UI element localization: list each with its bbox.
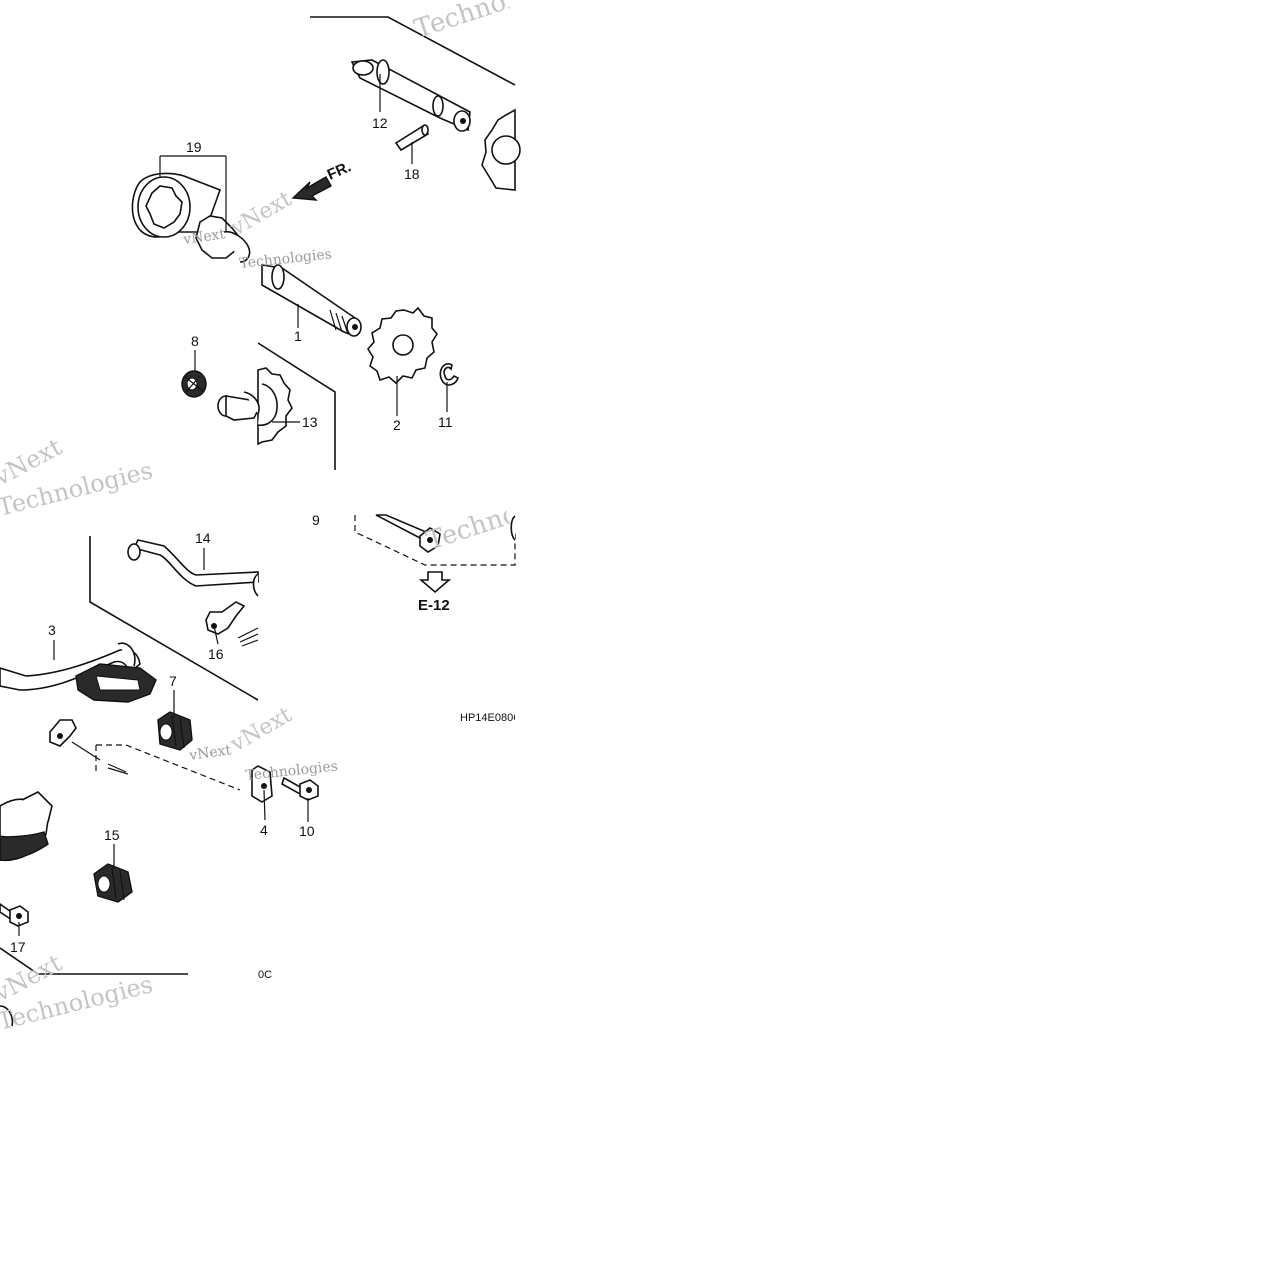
watermark-vnext-lower-small: vNext	[187, 742, 232, 764]
label-part-18: 18	[404, 166, 420, 182]
label-part-3: 3	[48, 622, 56, 638]
reference-arrow-down	[418, 571, 452, 594]
watermark-vnext-lower: vNext	[226, 702, 297, 757]
gear-part-2	[367, 306, 438, 385]
label-part-13: 13	[302, 414, 318, 430]
bracket-part-4	[251, 765, 273, 803]
label-part-11: 11	[438, 414, 453, 430]
leader-lines	[18, 74, 448, 936]
frame-line-lower-left	[89, 536, 259, 701]
watermark-technologies-mid: Technologies	[423, 475, 596, 557]
frame-line-mid	[257, 342, 336, 470]
label-part-7: 7	[169, 673, 177, 689]
oil-pipe-part-14	[127, 539, 259, 597]
label-part-15: 15	[104, 827, 120, 843]
stay-plate-lower	[49, 719, 101, 761]
label-part-12: 12	[372, 115, 388, 131]
direction-label: FR.	[325, 158, 354, 183]
label-part-2: 2	[393, 417, 401, 433]
label-part-10: 10	[299, 823, 315, 839]
label-part-4: 4	[260, 822, 268, 838]
frame-line-top	[310, 16, 516, 86]
watermark-technologies-lower-small: Technologies	[245, 758, 339, 784]
diagram-code-fragment: 0C	[258, 969, 272, 981]
shaft-part-1	[261, 264, 362, 337]
grommet-part-7	[157, 711, 193, 751]
grommet-part-15	[93, 863, 133, 903]
frame-line-bottom	[0, 947, 188, 975]
shaft-part-13-stem	[217, 391, 260, 421]
label-part-17: 17	[10, 939, 26, 955]
part-fragment-bottom	[0, 1005, 14, 1027]
label-part-1: 1	[294, 328, 302, 344]
pin-part-18	[394, 124, 430, 152]
part-number-labels: 19 12 18 1 8 13 2 11 9 14 3 16 7 4 10 15…	[10, 115, 453, 955]
label-part-8: 8	[191, 333, 199, 349]
reference-label: E-12	[418, 597, 450, 614]
strainer-part-3	[75, 663, 157, 703]
gear-fragment-top-right	[481, 108, 521, 191]
circlip-part-11	[439, 363, 459, 386]
front-direction-arrow: FR.	[291, 158, 354, 201]
bolt-part-10	[281, 776, 319, 801]
watermark-vnext-upper: vNext	[226, 186, 297, 241]
watermark-vnext-small: vNext	[181, 226, 226, 248]
diagram-tile-left	[0, 172, 319, 1027]
stay-plate-part-16	[205, 601, 259, 647]
label-part-14: 14	[195, 530, 211, 546]
pump-rotor-part-19	[131, 172, 251, 263]
label-part-16: 16	[208, 646, 224, 662]
shaft-part-12	[350, 59, 471, 132]
dashed-outline-lower	[95, 744, 241, 791]
diagram-code: HP14E080C	[460, 712, 521, 724]
bolt-part-17	[0, 903, 29, 927]
label-part-9: 9	[312, 512, 320, 528]
bolt-thread	[107, 763, 129, 775]
diagram-tile-upper-right: FR.	[257, 16, 521, 594]
bolt-in-dashed-box	[354, 514, 516, 566]
seal-part-8	[181, 370, 207, 398]
watermark-technologies-top: Technologies	[411, 0, 584, 45]
label-part-19: 19	[186, 139, 202, 155]
watermark-technologies-small: Technologies	[239, 246, 333, 272]
gear-part-13	[257, 367, 293, 446]
strainer-bottom	[0, 791, 53, 861]
